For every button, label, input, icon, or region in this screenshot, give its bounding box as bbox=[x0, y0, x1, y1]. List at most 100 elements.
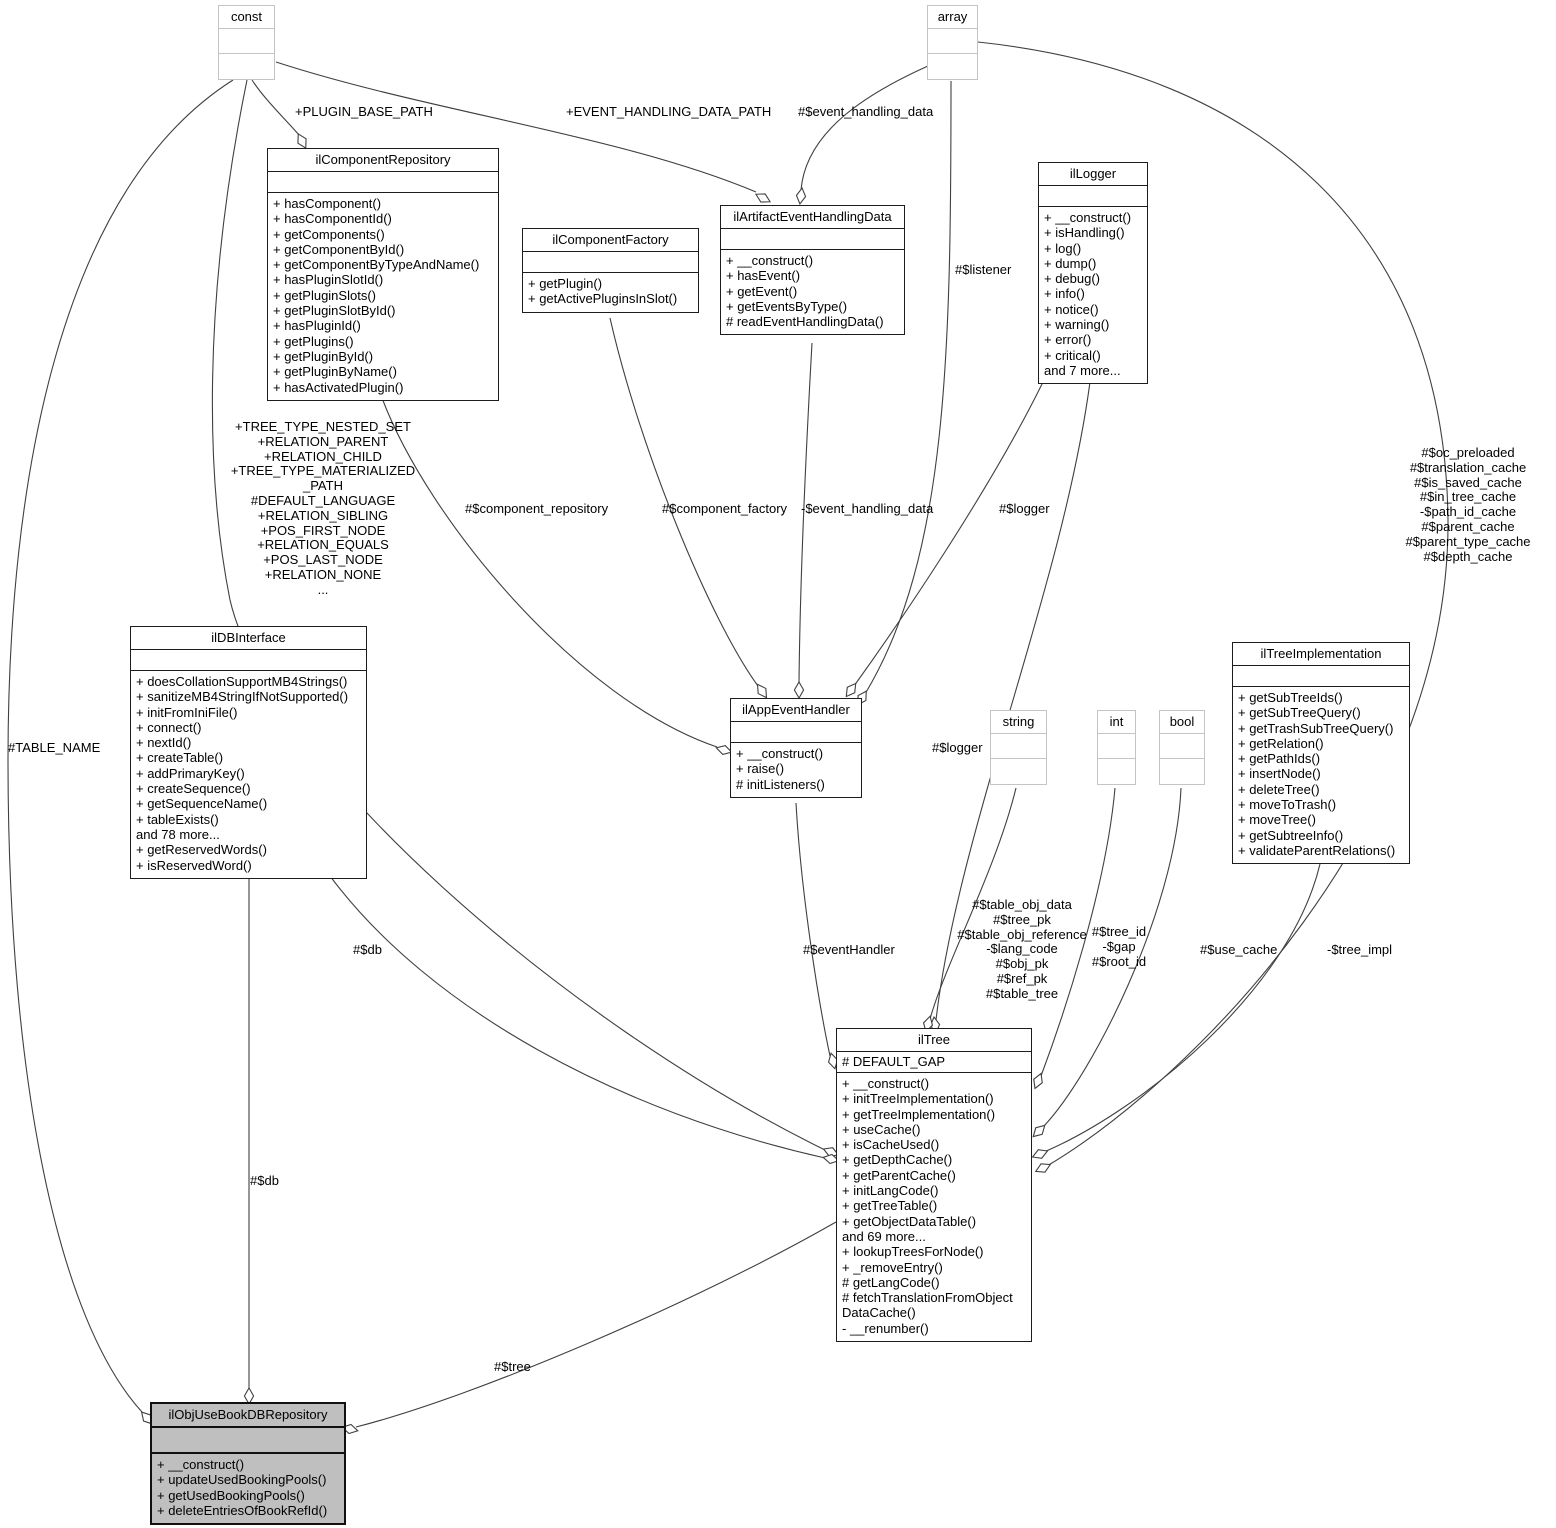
text-line: + createTable() bbox=[136, 750, 224, 766]
text-line: + getUsedBookingPools() bbox=[157, 1487, 305, 1503]
edge-label-tree-impl: -$tree_impl bbox=[1327, 942, 1393, 957]
class-node-iltree[interactable]: ilTree # DEFAULT_GAP + __construct()+ in… bbox=[836, 1028, 1032, 1343]
edge-label-component-factory: #$component_factory bbox=[662, 501, 788, 516]
edge-componentrepository-appeventhandler bbox=[381, 397, 718, 748]
edge-label-component-repository: #$component_repository bbox=[465, 501, 609, 516]
class-node-string[interactable]: string bbox=[990, 710, 1047, 785]
text-line: + getParentCache() bbox=[842, 1167, 956, 1183]
text-line: + info() bbox=[1044, 286, 1085, 302]
text-line: + getActivePluginsInSlot() bbox=[528, 291, 678, 307]
text-line: # initListeners() bbox=[736, 776, 825, 792]
class-attributes bbox=[1039, 186, 1147, 207]
text-line: + isHandling() bbox=[1044, 225, 1125, 241]
text-line: + sanitizeMB4StringIfNotSupported() bbox=[136, 689, 349, 705]
class-node-ildbinterface[interactable]: ilDBInterface + doesCollationSupportMB4S… bbox=[130, 626, 367, 879]
text-line: + getPlugin() bbox=[528, 276, 603, 291]
class-title: string bbox=[991, 711, 1046, 734]
class-node-ilcomponentfactory[interactable]: ilComponentFactory + getPlugin()+ getAct… bbox=[522, 228, 699, 313]
text-line: + getDepthCache() bbox=[842, 1152, 953, 1168]
text-line: + warning() bbox=[1044, 317, 1110, 333]
text-line: + getPluginById() bbox=[273, 348, 374, 364]
class-node-const[interactable]: const bbox=[218, 5, 275, 80]
edge-label-logger-handler: #$logger bbox=[999, 501, 1050, 516]
text-line: - __renumber() bbox=[842, 1320, 929, 1336]
text-line: # fetchTranslationFromObject bbox=[842, 1290, 1013, 1306]
edge-array-tree bbox=[977, 41, 1449, 1167]
text-line: + isCacheUsed() bbox=[842, 1137, 940, 1153]
text-line: _PATH bbox=[303, 478, 343, 494]
edge-label-table-name: #TABLE_NAME bbox=[8, 740, 101, 755]
aggregation-diamonds bbox=[140, 132, 1052, 1435]
text-line: +RELATION_PARENT bbox=[257, 433, 389, 449]
class-node-ilappeventhandler[interactable]: ilAppEventHandler + __construct()+ raise… bbox=[730, 698, 862, 798]
edge-array-appeventhandler bbox=[864, 80, 952, 695]
class-methods: + __construct()+ raise()# initListeners(… bbox=[731, 743, 861, 797]
class-attributes bbox=[523, 252, 698, 273]
text-line: +POS_LAST_NODE bbox=[263, 552, 383, 568]
text-line: + getTreeTable() bbox=[842, 1198, 938, 1214]
class-attributes bbox=[928, 29, 977, 54]
class-title: ilComponentFactory bbox=[523, 229, 698, 252]
class-methods bbox=[219, 54, 274, 79]
edge-logger-appeventhandler bbox=[853, 381, 1044, 687]
class-node-array[interactable]: array bbox=[927, 5, 978, 80]
edge-label-event-handler: #$eventHandler bbox=[803, 942, 895, 957]
edge-const-repository bbox=[7, 79, 234, 1413]
text-line: + hasComponent() bbox=[273, 196, 382, 211]
class-title: ilAppEventHandler bbox=[731, 699, 861, 722]
class-node-int[interactable]: int bbox=[1097, 710, 1136, 785]
class-attributes bbox=[131, 650, 366, 671]
text-line: + lookupTreesForNode() bbox=[842, 1244, 984, 1260]
class-attributes bbox=[268, 172, 498, 193]
text-line: + useCache() bbox=[842, 1121, 921, 1137]
class-attributes bbox=[991, 734, 1046, 759]
text-line: #DEFAULT_LANGUAGE bbox=[250, 492, 396, 508]
class-title: ilDBInterface bbox=[131, 627, 366, 650]
text-line: # readEventHandlingData() bbox=[726, 314, 884, 330]
class-node-ilcomponentrepository[interactable]: ilComponentRepository + hasComponent()+ … bbox=[267, 148, 499, 401]
text-line: + log() bbox=[1044, 240, 1082, 256]
class-node-ilobjusebookdbrepository[interactable]: ilObjUseBookDBRepository + __construct()… bbox=[150, 1402, 346, 1526]
text-line: + __construct() bbox=[1044, 210, 1132, 225]
edge-const-artifact bbox=[275, 61, 757, 193]
text-line: + hasComponentId() bbox=[273, 211, 392, 227]
text-line: + critical() bbox=[1044, 347, 1101, 363]
edge-label-tree-caches: #$oc_preloaded#$translation_cache#$is_sa… bbox=[1384, 445, 1552, 564]
text-line: + getPathIds() bbox=[1238, 751, 1321, 767]
text-line: + debug() bbox=[1044, 271, 1101, 287]
edge-dbinterface-tree bbox=[329, 875, 826, 1159]
class-node-bool[interactable]: bool bbox=[1159, 710, 1205, 785]
edge-const-componentrepository bbox=[251, 79, 300, 136]
text-line: + initFromIniFile() bbox=[136, 704, 238, 720]
text-line: DataCache() bbox=[842, 1305, 916, 1321]
text-line: + getPluginSlots() bbox=[273, 287, 376, 303]
class-methods: + __construct()+ initTreeImplementation(… bbox=[837, 1073, 1031, 1341]
edge-componentfactory-appeventhandler bbox=[609, 317, 759, 687]
text-line: + hasActivatedPlugin() bbox=[273, 379, 404, 395]
text-line: + isReservedWord() bbox=[136, 857, 252, 873]
class-title: const bbox=[219, 6, 274, 29]
text-line: #$table_obj_reference bbox=[957, 926, 1087, 942]
class-node-illogger[interactable]: ilLogger + __construct()+ isHandling()+ … bbox=[1038, 162, 1148, 385]
text-line: + getTrashSubTreeQuery() bbox=[1238, 720, 1394, 736]
text-line: +RELATION_NONE bbox=[264, 566, 382, 582]
text-line: + raise() bbox=[736, 761, 785, 777]
text-line: and 7 more... bbox=[1044, 362, 1121, 378]
text-line: + getPluginSlotById() bbox=[273, 303, 396, 319]
text-line: + moveTree() bbox=[1238, 812, 1316, 828]
text-line: + hasEvent() bbox=[726, 268, 801, 284]
text-line: + nextId() bbox=[136, 735, 192, 751]
class-title: ilObjUseBookDBRepository bbox=[152, 1404, 344, 1428]
text-line: -$gap bbox=[1102, 938, 1136, 954]
text-line: #$tree_pk bbox=[993, 911, 1051, 927]
class-attributes: # DEFAULT_GAP bbox=[837, 1052, 1031, 1073]
text-line: + doesCollationSupportMB4Strings() bbox=[136, 674, 348, 689]
text-line: + getPluginByName() bbox=[273, 364, 397, 380]
text-line: #$in_tree_cache bbox=[1419, 489, 1517, 505]
text-line: + getPlugins() bbox=[273, 333, 354, 349]
edge-label-logger-tree: #$logger bbox=[932, 740, 983, 755]
edge-label-use-cache: #$use_cache bbox=[1200, 942, 1278, 957]
class-node-ilartifacteventhandlingdata[interactable]: ilArtifactEventHandlingData + __construc… bbox=[720, 205, 905, 336]
class-node-iltreeimplementation[interactable]: ilTreeImplementation + getSubTreeIds()+ … bbox=[1232, 642, 1410, 865]
